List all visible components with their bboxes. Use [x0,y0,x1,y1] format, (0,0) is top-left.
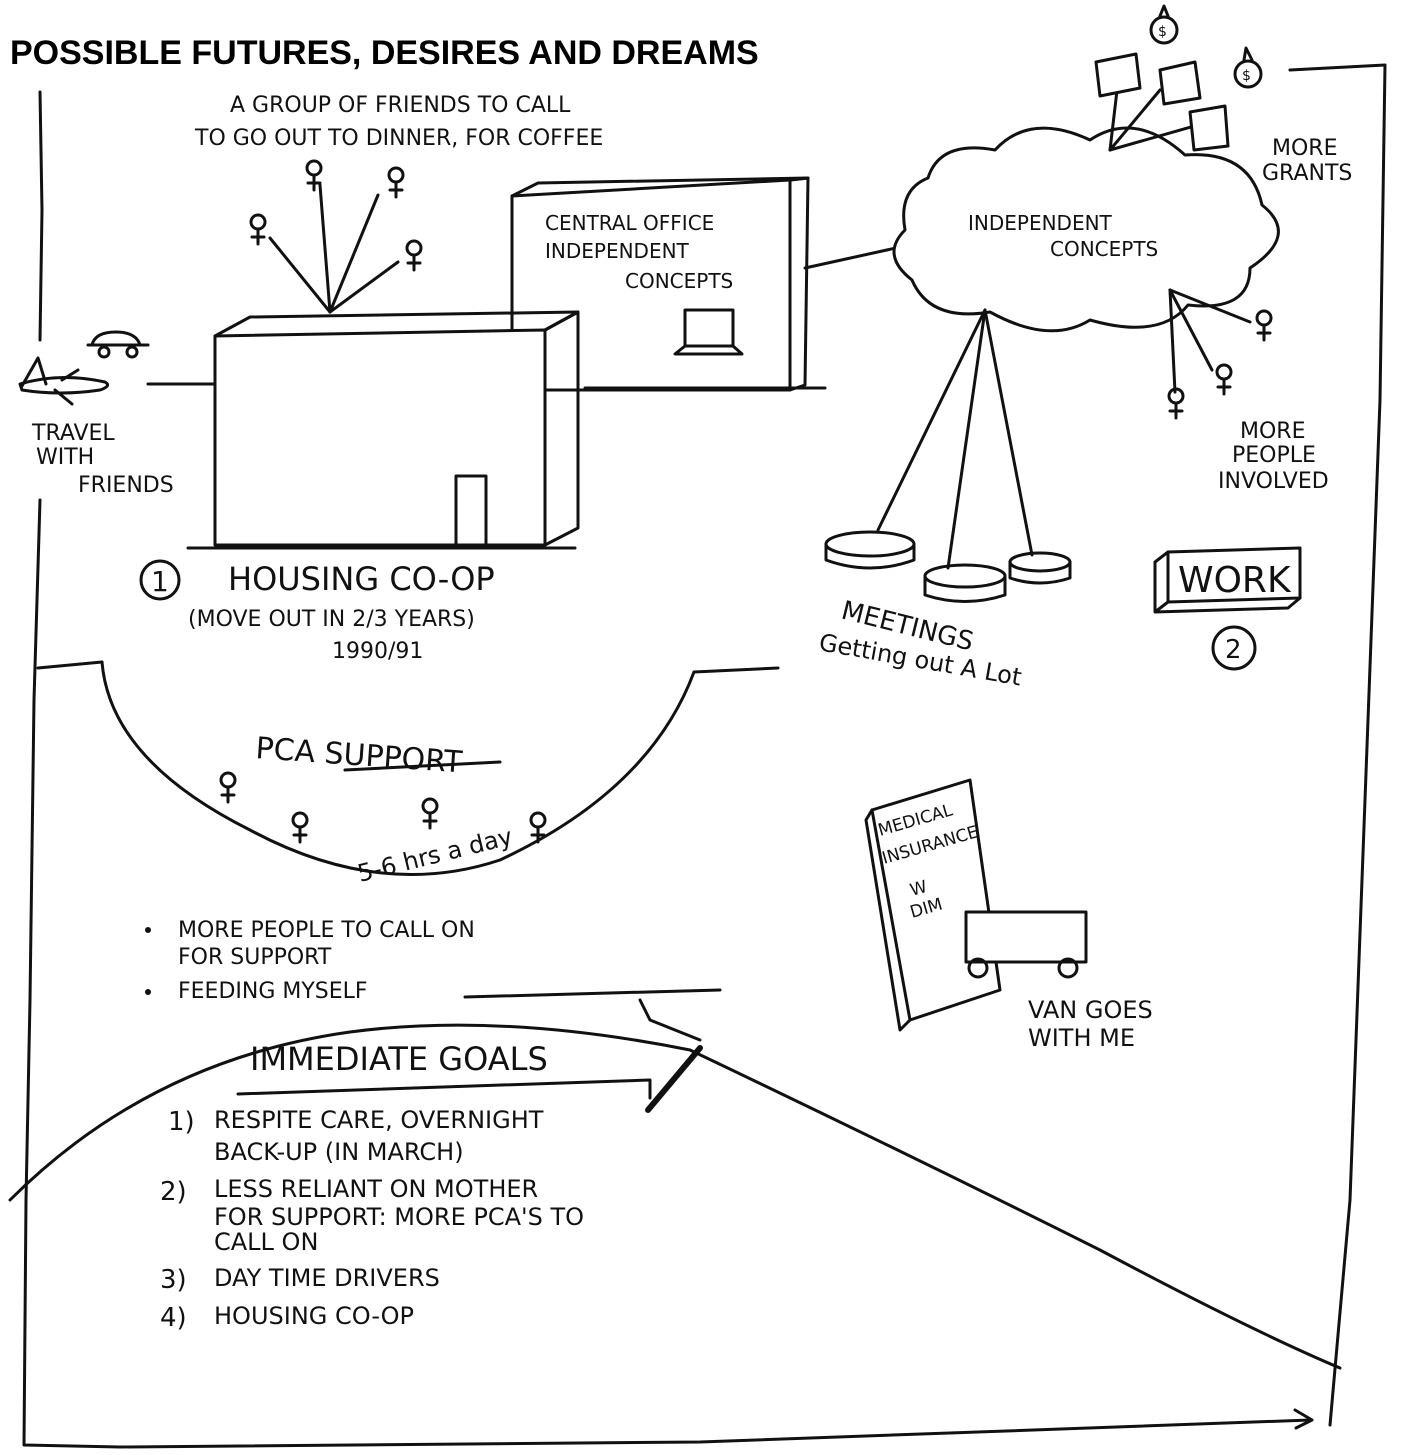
person-icon [387,166,405,199]
goal-1-line-1: RESPITE CARE, OVERNIGHT [214,1106,544,1134]
central-office-line-3: CONCEPTS [625,269,733,293]
more-grants-line-2: GRANTS [1262,161,1352,186]
goals-heading: IMMEDIATE GOALS [250,1040,548,1078]
travel-group: TRAVEL WITH FRIENDS [18,330,217,498]
table-icon [923,563,1007,603]
housing-title: HOUSING CO-OP [228,560,495,598]
medical-insurance-card: MEDICAL INSURANCE W DIM [864,778,1002,1032]
friends-note: A GROUP OF FRIENDS TO CALL TO GO OUT TO … [194,93,603,151]
work-number: 2 [1225,635,1242,665]
goal-2-number: 2) [160,1177,187,1207]
work-label: WORK [1178,560,1292,601]
cloud-line-2: CONCEPTS [1050,237,1158,261]
goal-1-line-2: BACK-UP (IN MARCH) [214,1138,464,1166]
central-office-line-1: CENTRAL OFFICE [545,211,714,235]
travel-line-3: FRIENDS [78,473,174,498]
page-title: POSSIBLE FUTURES, DESIRES AND DREAMS [10,34,759,72]
travel-line-1: TRAVEL [31,421,115,446]
svg-text:$: $ [1242,68,1251,84]
person-icon [219,771,237,804]
document-icon [1094,52,1142,98]
goal-4-line-1: HOUSING CO-OP [214,1302,414,1330]
goal-3-number: 3) [160,1265,187,1295]
friends-lines [268,183,400,314]
goal-2-line-2: FOR SUPPORT: MORE PCA'S TO [214,1203,584,1231]
plane-icon [18,356,110,406]
table-icon [824,530,916,570]
person-icon [1255,309,1273,342]
cloud-shape: INDEPENDENT CONCEPTS [892,126,1280,333]
housing-label: 1 HOUSING CO-OP (MOVE OUT IN 2/3 YEARS) … [139,559,495,664]
person-icon [249,213,267,246]
money-bag-icon: $ [1233,46,1263,89]
person-icon-group-1 [249,159,423,272]
goal-1-number: 1) [168,1107,195,1137]
more-people-line-1: MORE [1240,419,1305,444]
pca-support-valley: PCA SUPPORT 5-6 hrs a day [36,660,780,888]
document-icon [1188,104,1230,152]
page-frame [22,63,1387,1449]
number-circle-2 [1211,625,1257,671]
door [454,474,488,548]
housing-number: 1 [151,565,169,598]
document-icon [1158,60,1202,106]
laptop-icon [673,308,744,356]
work-group: WORK 2 [1153,546,1302,671]
bullet-1-line-1: MORE PEOPLE TO CALL ON [178,918,475,943]
svg-text:$: $ [1158,24,1167,40]
travel-line-2: WITH [36,445,94,470]
van-line-1: VAN GOES [1028,996,1153,1024]
person-icon [1167,387,1185,420]
goals-hill [8,988,1342,1370]
table-icon [1008,551,1072,585]
person-icon [405,239,423,272]
bullet-2: FEEDING MYSELF [178,979,368,1004]
person-icon [291,811,309,844]
meetings-group: MEETINGS Getting out A Lot [817,308,1072,691]
cloud-line-1: INDEPENDENT [968,211,1113,235]
housing-building [186,310,580,550]
money-bag-icon: $ [1149,4,1179,45]
housing-note: (MOVE OUT IN 2/3 YEARS) [188,607,475,632]
people-involved-group: MORE PEOPLE INVOLVED [1167,288,1329,494]
medical-line-3: W [908,877,930,901]
number-circle-1 [139,559,181,601]
person-icon [529,811,547,844]
housing-years: 1990/91 [332,639,423,664]
goal-2-line-1: LESS RELIANT ON MOTHER [214,1175,538,1203]
bullet-1-line-2: FOR SUPPORT [178,945,332,970]
support-bullets: MORE PEOPLE TO CALL ON FOR SUPPORT FEEDI… [145,918,475,1004]
goal-4-number: 4) [160,1303,187,1333]
more-grants-line-1: MORE [1272,136,1337,161]
bullet-dot [145,927,151,933]
friends-note-line-2: TO GO OUT TO DINNER, FOR COFFEE [194,126,603,151]
central-office-building: CENTRAL OFFICE INDEPENDENT CONCEPTS [510,176,827,392]
friends-note-line-1: A GROUP OF FRIENDS TO CALL [230,93,571,118]
pca-hours: 5-6 hrs a day [355,822,516,888]
goal-3-line-1: DAY TIME DRIVERS [214,1264,440,1292]
person-icon [421,797,439,830]
office-to-cloud-line [803,244,907,270]
car-icon [86,330,150,359]
person-icon [305,159,323,192]
immediate-goals: IMMEDIATE GOALS 1) RESPITE CARE, OVERNIG… [160,1040,584,1333]
more-people-line-2: PEOPLE [1232,443,1316,468]
van-line-2: WITH ME [1028,1024,1135,1052]
goal-2-line-3: CALL ON [214,1228,318,1256]
person-icon [1215,363,1233,396]
bullet-dot [145,989,151,995]
grants-group: $ $ MORE GRANTS [1094,4,1352,186]
more-people-line-3: INVOLVED [1218,469,1329,494]
pca-label: PCA SUPPORT [254,731,463,780]
central-office-line-2: INDEPENDENT [545,239,690,263]
van-icon: VAN GOES WITH ME [964,910,1153,1052]
